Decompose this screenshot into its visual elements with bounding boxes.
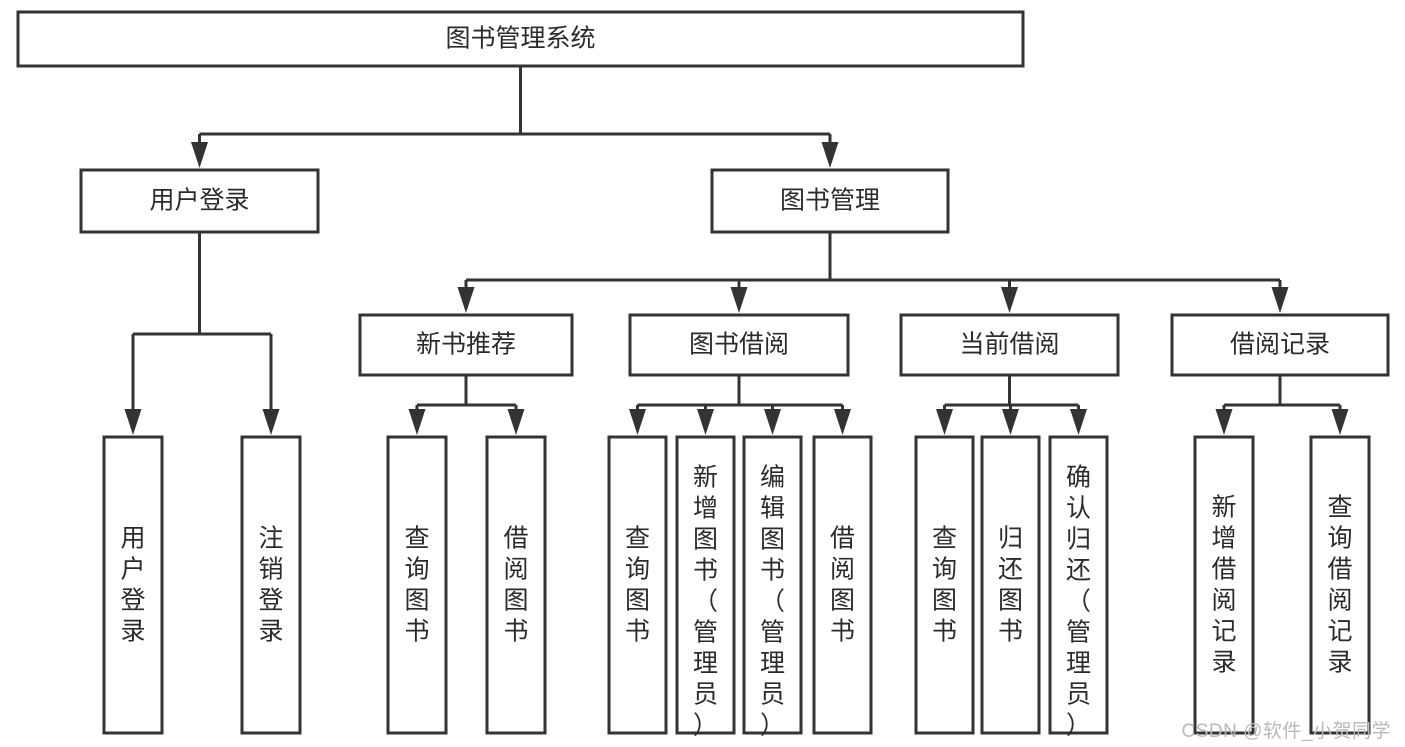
- node-label-leaf-query-book-cur: 查询图书: [932, 524, 957, 645]
- node-root[interactable]: 图书管理系统: [16, 10, 1025, 68]
- node-label-leaf-query-book-borrow: 查询图书: [625, 524, 650, 645]
- node-label-leaf-logout: 注销登录: [258, 524, 283, 645]
- node-box-leaf-borrow-book: [812, 435, 873, 735]
- node-box-leaf-confirm-return: [1048, 435, 1109, 735]
- node-box-leaf-user-login: [102, 435, 164, 735]
- node-label-leaf-return-book: 归还图书: [998, 524, 1023, 645]
- node-leaf-add-record[interactable]: 新增借阅记录: [1193, 435, 1255, 735]
- node-book-manage[interactable]: 图书管理: [710, 168, 950, 234]
- node-label-new-book-recommend: 新书推荐: [416, 331, 516, 359]
- node-box-book-borrow: [628, 313, 850, 377]
- node-label-leaf-borrow-book-rec: 借阅图书: [503, 524, 528, 645]
- node-box-leaf-edit-book: [742, 435, 803, 735]
- node-new-book-recommend[interactable]: 新书推荐: [358, 313, 574, 377]
- node-label-root: 图书管理系统: [445, 25, 595, 53]
- node-user-login[interactable]: 用户登录: [79, 168, 320, 234]
- node-box-root: [16, 10, 1025, 68]
- node-label-leaf-query-book-rec: 查询图书: [404, 524, 429, 645]
- node-box-book-manage: [710, 168, 950, 234]
- node-label-leaf-add-record: 新增借阅记录: [1211, 493, 1236, 676]
- node-leaf-borrow-book-rec[interactable]: 借阅图书: [485, 435, 547, 735]
- node-leaf-query-book-rec[interactable]: 查询图书: [386, 435, 448, 735]
- node-label-leaf-confirm-return: 确认归还（管理员）: [1066, 463, 1091, 739]
- node-box-leaf-add-book: [675, 435, 736, 735]
- node-leaf-confirm-return[interactable]: 确认归还（管理员）: [1048, 435, 1109, 739]
- node-current-borrow[interactable]: 当前借阅: [899, 313, 1120, 377]
- node-label-book-manage: 图书管理: [780, 187, 880, 215]
- node-box-borrow-record: [1170, 313, 1390, 377]
- node-label-book-borrow: 图书借阅: [689, 331, 789, 359]
- node-leaf-add-book[interactable]: 新增图书（管理员）: [675, 435, 736, 739]
- node-box-leaf-logout: [240, 435, 302, 735]
- node-layer: 图书管理系统用户登录图书管理新书推荐图书借阅当前借阅借阅记录用户登录注销登录查询…: [16, 10, 1390, 739]
- node-box-leaf-query-book-cur: [914, 435, 975, 735]
- node-label-leaf-add-book: 新增图书（管理员）: [693, 463, 718, 739]
- node-box-leaf-query-record: [1309, 435, 1371, 735]
- node-box-leaf-query-book-borrow: [607, 435, 668, 735]
- node-leaf-logout[interactable]: 注销登录: [240, 435, 302, 735]
- node-box-current-borrow: [899, 313, 1120, 377]
- node-leaf-borrow-book[interactable]: 借阅图书: [812, 435, 873, 735]
- node-label-leaf-edit-book: 编辑图书（管理员）: [760, 463, 785, 739]
- node-book-borrow[interactable]: 图书借阅: [628, 313, 850, 377]
- node-label-leaf-user-login: 用户登录: [120, 524, 145, 645]
- node-leaf-user-login[interactable]: 用户登录: [102, 435, 164, 735]
- node-label-leaf-borrow-book: 借阅图书: [830, 524, 855, 645]
- node-box-leaf-borrow-book-rec: [485, 435, 547, 735]
- node-leaf-query-book-borrow[interactable]: 查询图书: [607, 435, 668, 735]
- node-leaf-edit-book[interactable]: 编辑图书（管理员）: [742, 435, 803, 739]
- node-leaf-query-record[interactable]: 查询借阅记录: [1309, 435, 1371, 735]
- node-leaf-query-book-cur[interactable]: 查询图书: [914, 435, 975, 735]
- node-box-new-book-recommend: [358, 313, 574, 377]
- node-box-leaf-query-book-rec: [386, 435, 448, 735]
- connector-layer: [124, 66, 1349, 435]
- node-leaf-return-book[interactable]: 归还图书: [980, 435, 1041, 735]
- node-borrow-record[interactable]: 借阅记录: [1170, 313, 1390, 377]
- node-box-user-login: [79, 168, 320, 234]
- node-label-current-borrow: 当前借阅: [959, 331, 1059, 359]
- watermark-text: CSDN @软件_小贺同学: [1181, 721, 1391, 742]
- node-box-leaf-return-book: [980, 435, 1041, 735]
- node-box-leaf-add-record: [1193, 435, 1255, 735]
- node-label-leaf-query-record: 查询借阅记录: [1327, 493, 1352, 676]
- node-label-user-login: 用户登录: [149, 187, 249, 215]
- node-label-borrow-record: 借阅记录: [1230, 331, 1330, 359]
